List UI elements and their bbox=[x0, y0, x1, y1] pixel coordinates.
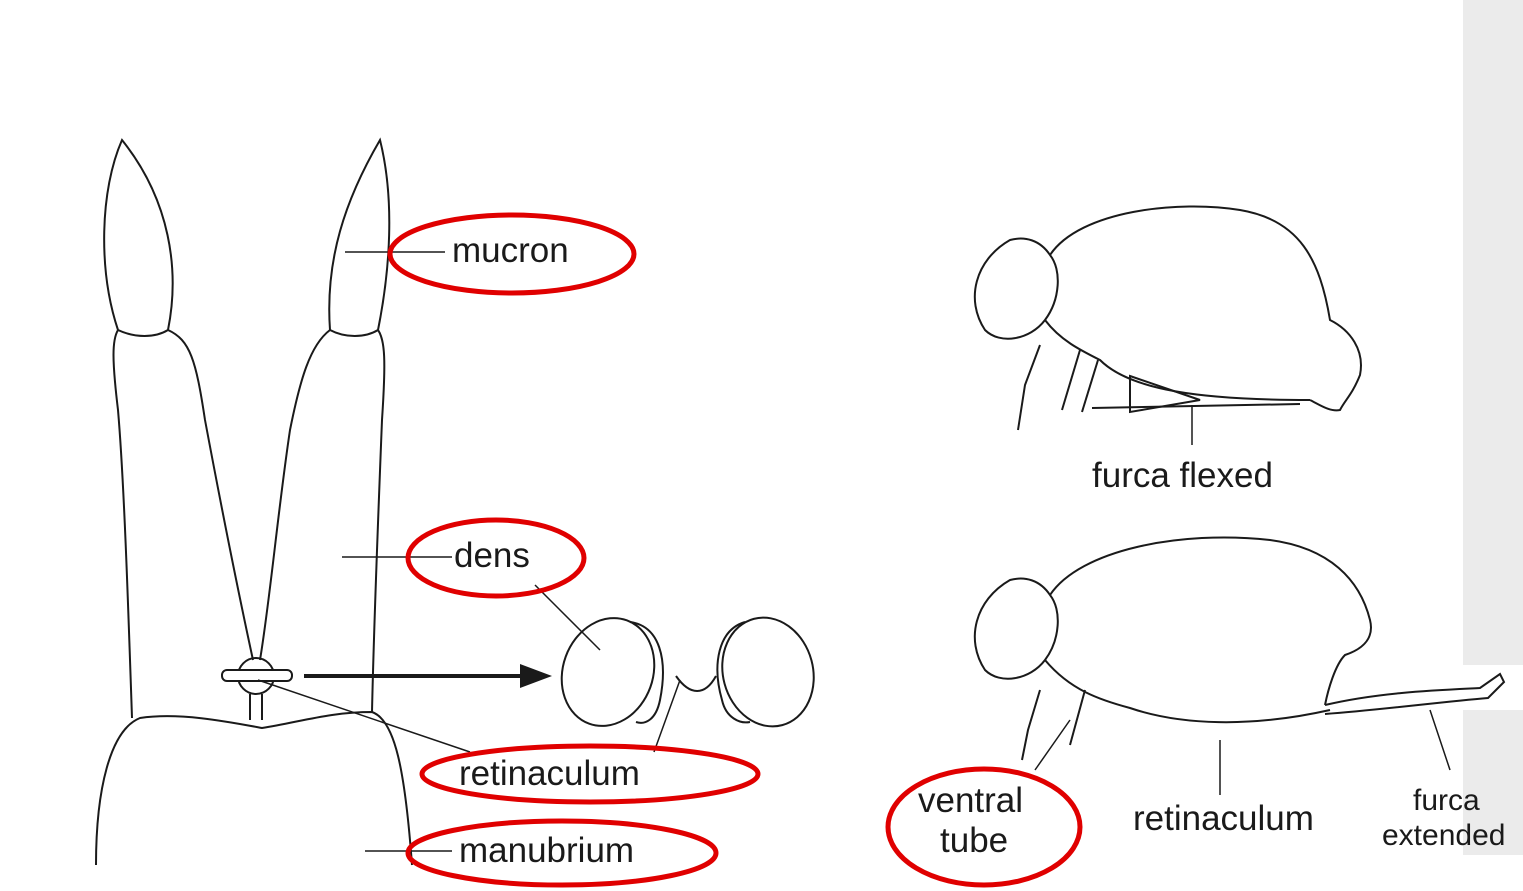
label-manubrium: manubrium bbox=[459, 831, 634, 870]
retinaculum-detail-drawing bbox=[560, 616, 815, 728]
label-retinaculum-left: retinaculum bbox=[459, 754, 640, 793]
left-dens-inner bbox=[167, 329, 254, 661]
right-dens bbox=[371, 329, 386, 713]
flexed-antenna bbox=[1017, 344, 1041, 431]
flexed-head bbox=[973, 237, 1059, 340]
springtail-extended-drawing bbox=[973, 536, 1506, 761]
detail-arrow bbox=[304, 664, 552, 688]
leader-lines bbox=[257, 251, 681, 852]
detail-left-dens bbox=[560, 617, 656, 727]
right-mucron bbox=[328, 137, 391, 337]
left-mucron bbox=[103, 138, 174, 337]
flexed-leg-1 bbox=[1061, 349, 1081, 411]
detail-left-hook bbox=[629, 621, 664, 724]
detail-right-hook bbox=[716, 621, 751, 724]
retinaculum-stem bbox=[249, 694, 263, 720]
blank-box-lower-right bbox=[840, 486, 970, 582]
label-furca-flexed: furca flexed bbox=[1092, 456, 1273, 495]
label-furca-extended-line2: extended bbox=[1382, 819, 1505, 852]
blank-box-upper-right bbox=[840, 150, 970, 246]
highlight-ventral-tube bbox=[885, 766, 1083, 888]
detail-right-dens bbox=[721, 616, 815, 728]
manubrium-outline bbox=[95, 710, 413, 866]
right-dens-inner bbox=[259, 329, 331, 661]
left-dens bbox=[112, 329, 133, 719]
highlight-manubrium bbox=[405, 818, 719, 888]
scan-edge-strip bbox=[1463, 0, 1523, 891]
blank-box-middle bbox=[600, 486, 730, 582]
label-retinaculum-right: retinaculum bbox=[1133, 799, 1314, 838]
label-ventral-tube-line1: ventral bbox=[918, 781, 1023, 820]
retinaculum-bar bbox=[221, 669, 293, 682]
label-dens: dens bbox=[454, 536, 530, 575]
label-furca-extended-line1: furca bbox=[1413, 784, 1480, 817]
label-ventral-tube-line2: tube bbox=[940, 821, 1008, 860]
extended-leg bbox=[1069, 689, 1086, 746]
extended-antenna bbox=[1021, 689, 1041, 761]
label-mucron: mucron bbox=[452, 231, 569, 270]
highlight-retinaculum bbox=[419, 743, 761, 805]
flexed-underside bbox=[1044, 319, 1311, 401]
furca-structure-drawing bbox=[95, 137, 413, 866]
flexed-furca-bar bbox=[1091, 403, 1301, 409]
flexed-body bbox=[1049, 205, 1362, 412]
springtail-flexed-drawing bbox=[973, 205, 1362, 431]
highlight-dens bbox=[405, 517, 587, 599]
extended-underside bbox=[1044, 659, 1331, 724]
detail-retinaculum-teeth bbox=[675, 675, 717, 692]
flexed-leg-2 bbox=[1081, 359, 1099, 413]
blank-box-top-left bbox=[72, 20, 202, 118]
extended-leader-lines bbox=[1034, 709, 1451, 795]
extended-head bbox=[973, 577, 1059, 680]
extended-body bbox=[1049, 536, 1372, 706]
scan-edge-patch-lower bbox=[1320, 855, 1523, 891]
highlight-mucron bbox=[387, 212, 637, 296]
extended-furca bbox=[1324, 672, 1506, 715]
highlight-circles bbox=[387, 212, 1083, 888]
